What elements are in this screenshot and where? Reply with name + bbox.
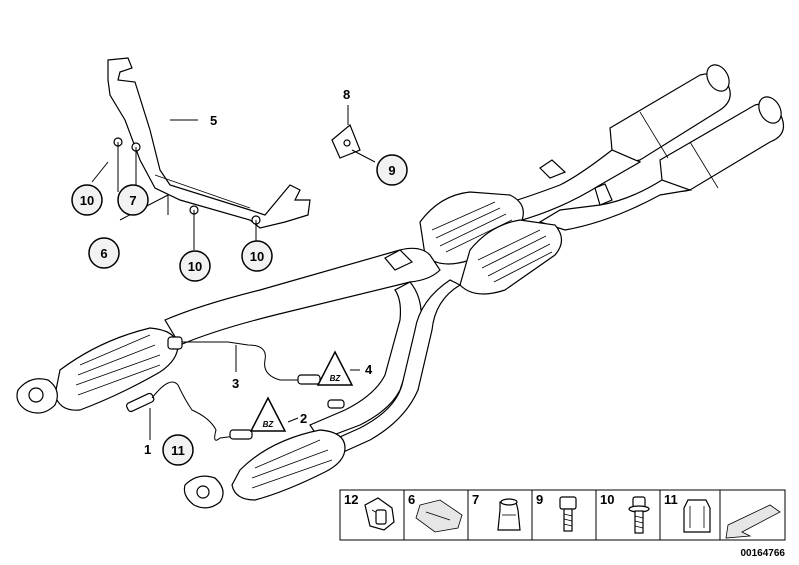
clip-icon <box>364 497 395 531</box>
plate-part-8 <box>331 124 361 159</box>
callout-3: 3 <box>232 376 239 391</box>
callout-1: 1 <box>144 442 151 457</box>
callout-6: 6 <box>88 237 120 269</box>
svg-text:7: 7 <box>129 193 136 208</box>
legend-label-11: 11 <box>664 492 678 507</box>
callout-9: 9 <box>376 154 408 186</box>
svg-text:10: 10 <box>80 193 94 208</box>
callout-7: 7 <box>117 184 149 216</box>
callout-10-middle: 10 <box>179 250 211 282</box>
legend-label-6: 6 <box>408 492 415 507</box>
callout-5: 5 <box>210 113 217 128</box>
oxygen-sensor-3 <box>167 336 345 409</box>
callout-2: 2 <box>300 411 307 426</box>
bolt-icon <box>559 496 577 532</box>
legend-label-12: 12 <box>344 492 358 507</box>
callout-4: 4 <box>365 362 373 377</box>
svg-text:11: 11 <box>171 443 185 458</box>
diagram-id: 00164766 <box>741 548 786 559</box>
exhaust-pipe-assembly <box>16 64 785 509</box>
legend-label-7: 7 <box>472 492 479 507</box>
legend-label-9: 9 <box>536 492 543 507</box>
parts-legend: 12 6 7 9 10 11 <box>339 489 786 541</box>
svg-text:10: 10 <box>188 259 202 274</box>
callout-10-left: 10 <box>71 184 103 216</box>
callout-10-right: 10 <box>241 240 273 272</box>
flange-bolt-icon <box>628 496 650 534</box>
warning-triangle-icon: BZ <box>316 350 354 386</box>
legend-label-10: 10 <box>600 492 614 507</box>
direction-arrow-icon <box>725 504 781 539</box>
rubber-mount-icon <box>415 499 463 533</box>
warning-triangle-icon: BZ <box>249 396 287 432</box>
svg-text:10: 10 <box>250 249 264 264</box>
callout-8: 8 <box>343 87 350 102</box>
callout-11: 11 <box>162 434 194 466</box>
svg-text:BZ: BZ <box>330 374 342 383</box>
clip-nut-icon <box>683 499 711 533</box>
nut-icon <box>497 498 521 531</box>
svg-text:BZ: BZ <box>263 420 275 429</box>
svg-text:9: 9 <box>388 163 395 178</box>
oxygen-sensor-1 <box>126 381 253 441</box>
svg-text:6: 6 <box>100 246 107 261</box>
